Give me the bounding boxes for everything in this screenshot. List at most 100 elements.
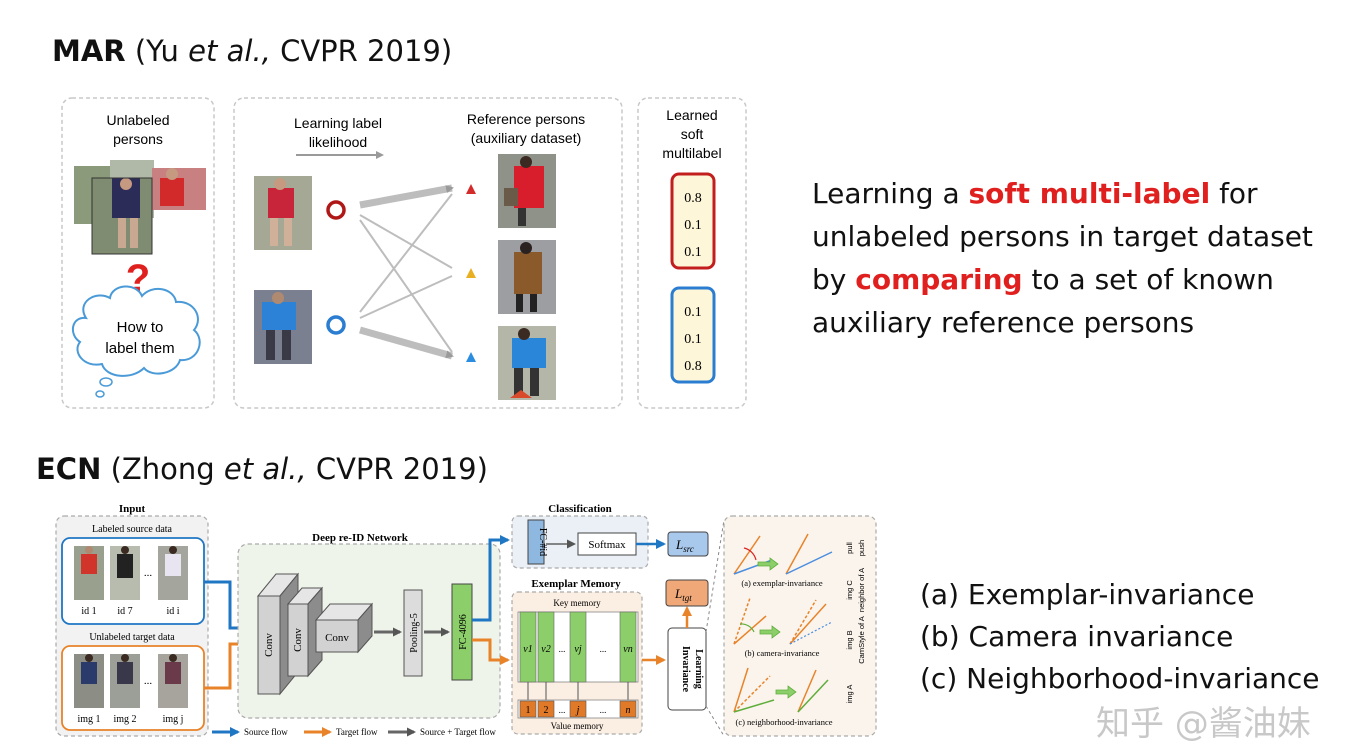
- legend-target-flow: Target flow: [336, 727, 378, 737]
- legend-camstyle: CamStyle of A: [857, 616, 866, 664]
- target-flow-memory: [472, 638, 510, 665]
- lsrc-loss: [667, 531, 709, 557]
- value-slot-6: n: [626, 705, 631, 716]
- invariance-item-c: (c) Neighborhood-invariance: [920, 662, 1320, 695]
- invariance-legend: pull push img C neighbor of A img B CamS…: [845, 540, 866, 704]
- source-flow-classification: [472, 535, 510, 622]
- desc-highlight-comparing: comparing: [855, 263, 1023, 296]
- blue-node: [326, 315, 346, 335]
- value-slot-4: j: [575, 705, 580, 716]
- source-id-1: id 1: [81, 606, 96, 617]
- panel-a-caption: (a) exemplar-invariance: [741, 578, 822, 588]
- mar-heading: MAR (Yu et al., CVPR 2019): [52, 34, 452, 68]
- desc-highlight-soft-multilabel: soft multi-label: [968, 177, 1211, 210]
- reference-marker-yellow: [466, 268, 476, 278]
- mar-heading-name: MAR: [52, 34, 126, 68]
- thought-cloud: [71, 285, 201, 398]
- unlabeled-person-red: [254, 176, 312, 250]
- conv-block-3: [314, 602, 374, 654]
- neighborhood-invariance-sketch: [733, 667, 829, 713]
- mar-heading-venue: CVPR 2019): [270, 34, 453, 68]
- pooling-block: [403, 589, 423, 677]
- desc-part-1: Learning a: [812, 177, 969, 210]
- learned-title-line2: soft: [681, 126, 704, 142]
- cloud-text-line1: How to: [117, 319, 164, 336]
- invariance-item-a: (a) Exemplar-invariance: [920, 578, 1255, 611]
- legend-img-b: img B: [845, 630, 854, 649]
- classification-title: Classification: [548, 503, 612, 515]
- fc4096-label: FC-4096: [458, 614, 469, 650]
- camera-invariance-sketch: [733, 597, 833, 645]
- fc-id-label: FC-#id: [537, 528, 548, 556]
- unlabeled-title-line1: Unlabeled: [106, 112, 169, 128]
- pooling-label: Pooling-5: [409, 613, 420, 652]
- source-id-2: id 7: [117, 606, 132, 617]
- ecn-heading-venue: CVPR 2019): [306, 452, 488, 486]
- value-memory-slots: [517, 699, 639, 719]
- source-data-title: Labeled source data: [92, 524, 173, 535]
- key-slot-4: vj: [574, 644, 581, 655]
- exemplar-memory-title: Exemplar Memory: [531, 578, 621, 590]
- desc-part-2: for unlabeled persons in target dataset …: [812, 177, 1313, 296]
- legend-pull: pull: [845, 542, 854, 554]
- reference-person-brown: [498, 240, 556, 314]
- reference-marker-blue: [466, 352, 476, 362]
- reference-person-red: [498, 154, 556, 228]
- fc4096-block: [451, 583, 473, 681]
- soft-label-red-value-1: 0.8: [684, 191, 702, 206]
- reference-title-line2: (auxiliary dataset): [471, 130, 582, 146]
- soft-label-blue-value-2: 0.1: [684, 332, 702, 347]
- key-memory-slots: [517, 611, 639, 683]
- key-slot-3: ...: [559, 644, 566, 654]
- watermark: 知乎 @酱油妹: [1096, 704, 1311, 744]
- ecn-heading: ECN (Zhong et al., CVPR 2019): [36, 452, 488, 486]
- ltgt-label: Ltgt: [674, 586, 692, 603]
- target-img-3: img j: [163, 714, 184, 725]
- ltgt-loss: [665, 579, 709, 607]
- legend-img-c: img C: [845, 580, 854, 600]
- key-memory-label: Key memory: [553, 598, 601, 608]
- ecn-heading-name: ECN: [36, 452, 102, 486]
- fc-id-block: [527, 519, 545, 565]
- source-dots: ...: [144, 567, 153, 579]
- soft-label-blue-value-1: 0.1: [684, 305, 702, 320]
- panel-b-caption: (b) camera-invariance: [745, 648, 820, 658]
- conv-label-2: Conv: [292, 628, 304, 652]
- legend-source-flow: Source flow: [244, 727, 288, 737]
- panel-c-caption: (c) neighborhood-invariance: [736, 717, 833, 727]
- zoom-line-bottom: [705, 705, 725, 737]
- soft-label-blue: [670, 286, 716, 384]
- conv-label-1: Conv: [263, 633, 275, 657]
- soft-label-blue-value-3: 0.8: [684, 359, 702, 374]
- reference-person-blue: [498, 326, 556, 400]
- zoom-line-top: [705, 519, 725, 633]
- target-data-title: Unlabeled target data: [89, 632, 175, 643]
- likelihood-arrows: [359, 184, 454, 360]
- reid-network-title: Deep re-ID Network: [312, 532, 409, 544]
- ecn-heading-authors: (Zhong: [101, 452, 224, 486]
- invariance-learning-line1: Invariance: [680, 646, 691, 693]
- ecn-diagram: Input Labeled source data ... id 1 id 7 …: [55, 503, 877, 737]
- softmax-label: Softmax: [588, 539, 626, 551]
- mar-heading-etal: et al.,: [188, 34, 271, 68]
- input-title: Input: [119, 503, 146, 515]
- exemplar-invariance-sketch: [733, 533, 833, 575]
- value-memory-label: Value memory: [551, 721, 604, 731]
- soft-label-red: [670, 172, 716, 270]
- soft-label-red-value-3: 0.1: [684, 245, 702, 260]
- legend-push: push: [857, 540, 866, 556]
- ecn-heading-etal: et al.,: [223, 452, 307, 486]
- desc-part-3: to a set of known auxiliary reference pe…: [812, 263, 1274, 339]
- source-images: [74, 546, 188, 600]
- conv-label-3: Conv: [325, 632, 349, 644]
- target-img-2: img 2: [113, 714, 136, 725]
- learned-title-line1: Learned: [666, 107, 717, 123]
- red-node: [326, 200, 346, 220]
- key-slot-5: ...: [600, 644, 607, 654]
- cloud-text-line2: label them: [105, 340, 174, 357]
- invariance-item-b: (b) Camera invariance: [920, 620, 1234, 653]
- key-slot-6: vn: [623, 644, 632, 655]
- target-dots: ...: [144, 675, 153, 687]
- key-slot-2: v2: [541, 644, 550, 655]
